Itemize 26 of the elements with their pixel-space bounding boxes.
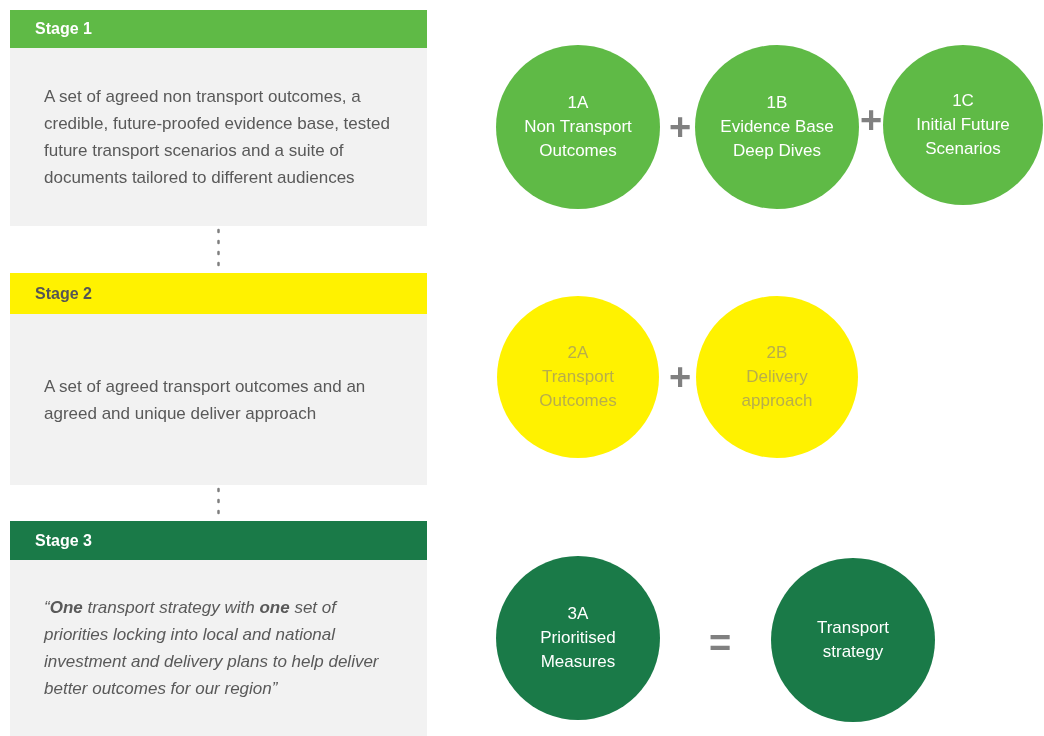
- circle-title: Non Transport Outcomes: [523, 116, 633, 162]
- circle-title: Initial Future Scenarios: [915, 114, 1011, 160]
- circle-code: 2A: [567, 342, 589, 364]
- circle-code: 1B: [766, 92, 788, 114]
- circle-code: 1C: [952, 90, 974, 112]
- circle-title: Prioritised Measures: [539, 627, 617, 673]
- stage-header: Stage 1: [10, 10, 427, 48]
- circle-code: 3A: [567, 603, 589, 625]
- operator-sign: +: [668, 108, 692, 146]
- stage-header: Stage 3: [10, 521, 427, 560]
- circle-title: Transport strategy: [815, 617, 891, 663]
- stage-description: A set of agreed non transport outcomes, a credible, future-proofed evidence base, tested future transport scenarios and a suite of documents tailored to different audiences: [44, 86, 391, 189]
- stage-card: [10, 10, 427, 226]
- circle-code: 1A: [567, 92, 589, 114]
- circle-title: Evidence Base Deep Dives: [719, 116, 835, 162]
- stage-description: A set of agreed transport outcomes and an agreed and unique deliver approach: [44, 375, 367, 425]
- circle-code: 2B: [766, 342, 788, 364]
- circle-title: Delivery approach: [740, 366, 814, 412]
- stage-description: “One transport strategy with one set of priorities locking into local and national investment and delivery plans to help deliver better outcomes for our region”: [44, 597, 380, 700]
- stage-card: [10, 521, 427, 736]
- operator-sign: +: [859, 101, 883, 139]
- operator-sign: +: [668, 358, 692, 396]
- stage-header: Stage 2: [10, 273, 427, 314]
- operator-sign: =: [708, 624, 732, 662]
- stage-card: [10, 273, 427, 485]
- circle-title: Transport Outcomes: [538, 366, 618, 412]
